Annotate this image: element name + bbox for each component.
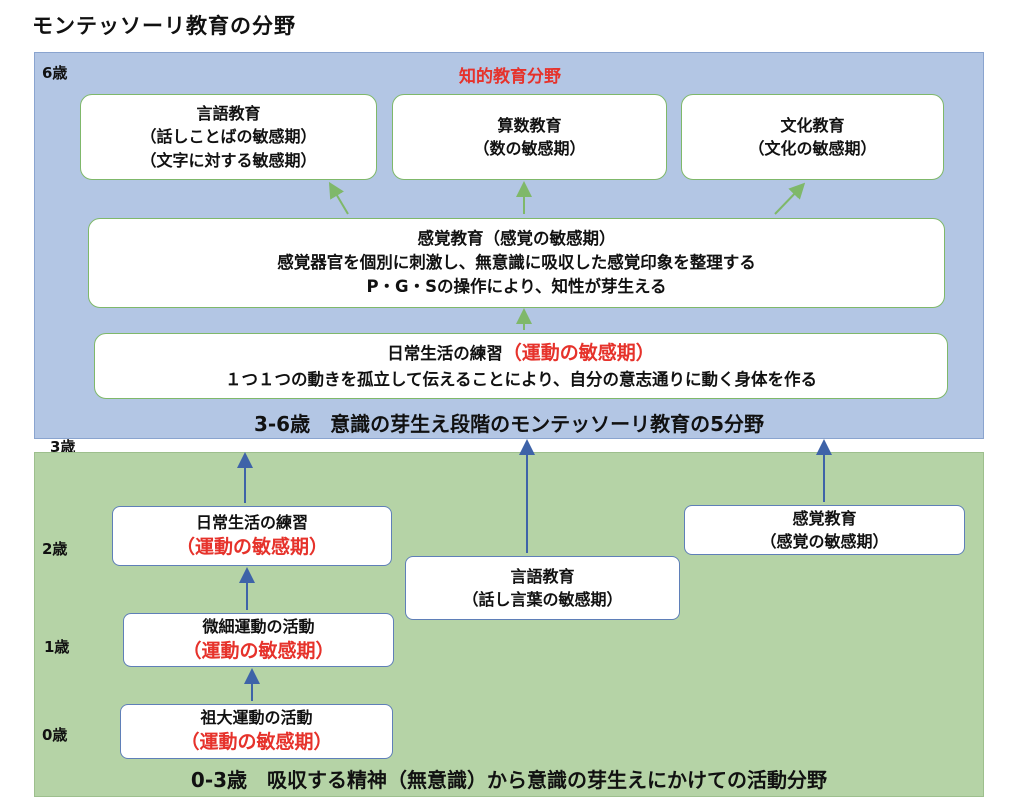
sensorial-education-box-bottom: 感覚教育 （感覚の敏感期） xyxy=(684,505,965,555)
sensorial-education-box: 感覚教育（感覚の敏感期） 感覚器官を個別に刺激し、無意識に吸収した感覚印象を整理… xyxy=(88,218,945,308)
language-period-bottom: （話し言葉の敏感期） xyxy=(462,590,623,609)
practical-life-period-bottom: （運動の敏感期） xyxy=(175,535,328,558)
culture-education-box: 文化教育 （文化の敏感期） xyxy=(681,94,944,180)
math-education-box: 算数教育 （数の敏感期） xyxy=(392,94,667,180)
fine-motor-box: 微細運動の活動 （運動の敏感期） xyxy=(123,613,394,667)
language-title-bottom: 言語教育 xyxy=(510,566,575,586)
language-education-box-bottom: 言語教育 （話し言葉の敏感期） xyxy=(405,556,680,620)
sensorial-description: 感覚器官を個別に刺激し、無意識に吸収した感覚印象を整理する xyxy=(277,253,756,273)
sensorial-period-bottom: （感覚の敏感期） xyxy=(760,532,889,551)
math-education-title: 算数教育 xyxy=(497,115,562,135)
age-label-1: 1歳 xyxy=(44,638,70,656)
page-title: モンテッソーリ教育の分野 xyxy=(32,14,296,38)
intellectual-education-header: 知的教育分野 xyxy=(459,67,561,87)
language-education-title: 言語教育 xyxy=(196,104,261,124)
language-education-box: 言語教育 （話しことばの敏感期） （文字に対する敏感期） xyxy=(80,94,377,180)
gross-motor-title: 祖大運動の活動 xyxy=(200,708,313,728)
age-label-6: 6歳 xyxy=(42,64,68,82)
practical-life-title: 日常生活の練習 xyxy=(387,344,503,364)
top-panel-footer: 3-6歳 意識の芽生え段階のモンテッソーリ教育の5分野 xyxy=(253,412,765,436)
spoken-language-period: （話しことばの敏感期） xyxy=(140,127,317,147)
age-label-3: 3歳 xyxy=(50,438,76,456)
age-label-0: 0歳 xyxy=(42,726,68,744)
math-period: （数の敏感期） xyxy=(473,139,586,158)
practical-life-title-bottom: 日常生活の練習 xyxy=(195,512,308,532)
fine-motor-title: 微細運動の活動 xyxy=(202,616,315,636)
gross-motor-period: （運動の敏感期） xyxy=(180,731,333,754)
culture-period: （文化の敏感期） xyxy=(748,139,877,158)
written-language-period: （文字に対する敏感期） xyxy=(140,150,317,170)
sensorial-title-bottom: 感覚教育 xyxy=(792,508,857,528)
fine-motor-period: （運動の敏感期） xyxy=(182,639,335,662)
practical-life-box-bottom: 日常生活の練習 （運動の敏感期） xyxy=(112,506,392,566)
practical-life-title-row: 日常生活の練習（運動の敏感期） xyxy=(387,340,655,368)
pgs-operation-text: P・G・Sの操作により、知性が芽生える xyxy=(366,276,667,296)
motor-sensitive-period: （運動の敏感期） xyxy=(502,342,655,365)
culture-education-title: 文化教育 xyxy=(780,115,845,135)
sensorial-education-title: 感覚教育（感覚の敏感期） xyxy=(417,229,616,249)
arrow-sensorial-to-language xyxy=(328,181,349,215)
practical-life-description: １つ１つの動きを孤立して伝えることにより、自分の意志通りに動く身体を作る xyxy=(224,369,818,389)
age-label-2: 2歳 xyxy=(42,540,68,558)
bottom-panel-footer: 0-3歳 吸収する精神（無意識）から意識の芽生えにかけての活動分野 xyxy=(190,768,828,792)
gross-motor-box: 祖大運動の活動 （運動の敏感期） xyxy=(120,704,393,759)
practical-life-box-top: 日常生活の練習（運動の敏感期） １つ１つの動きを孤立して伝えることにより、自分の… xyxy=(94,333,948,399)
arrow-sensorial-to-culture xyxy=(774,182,806,215)
